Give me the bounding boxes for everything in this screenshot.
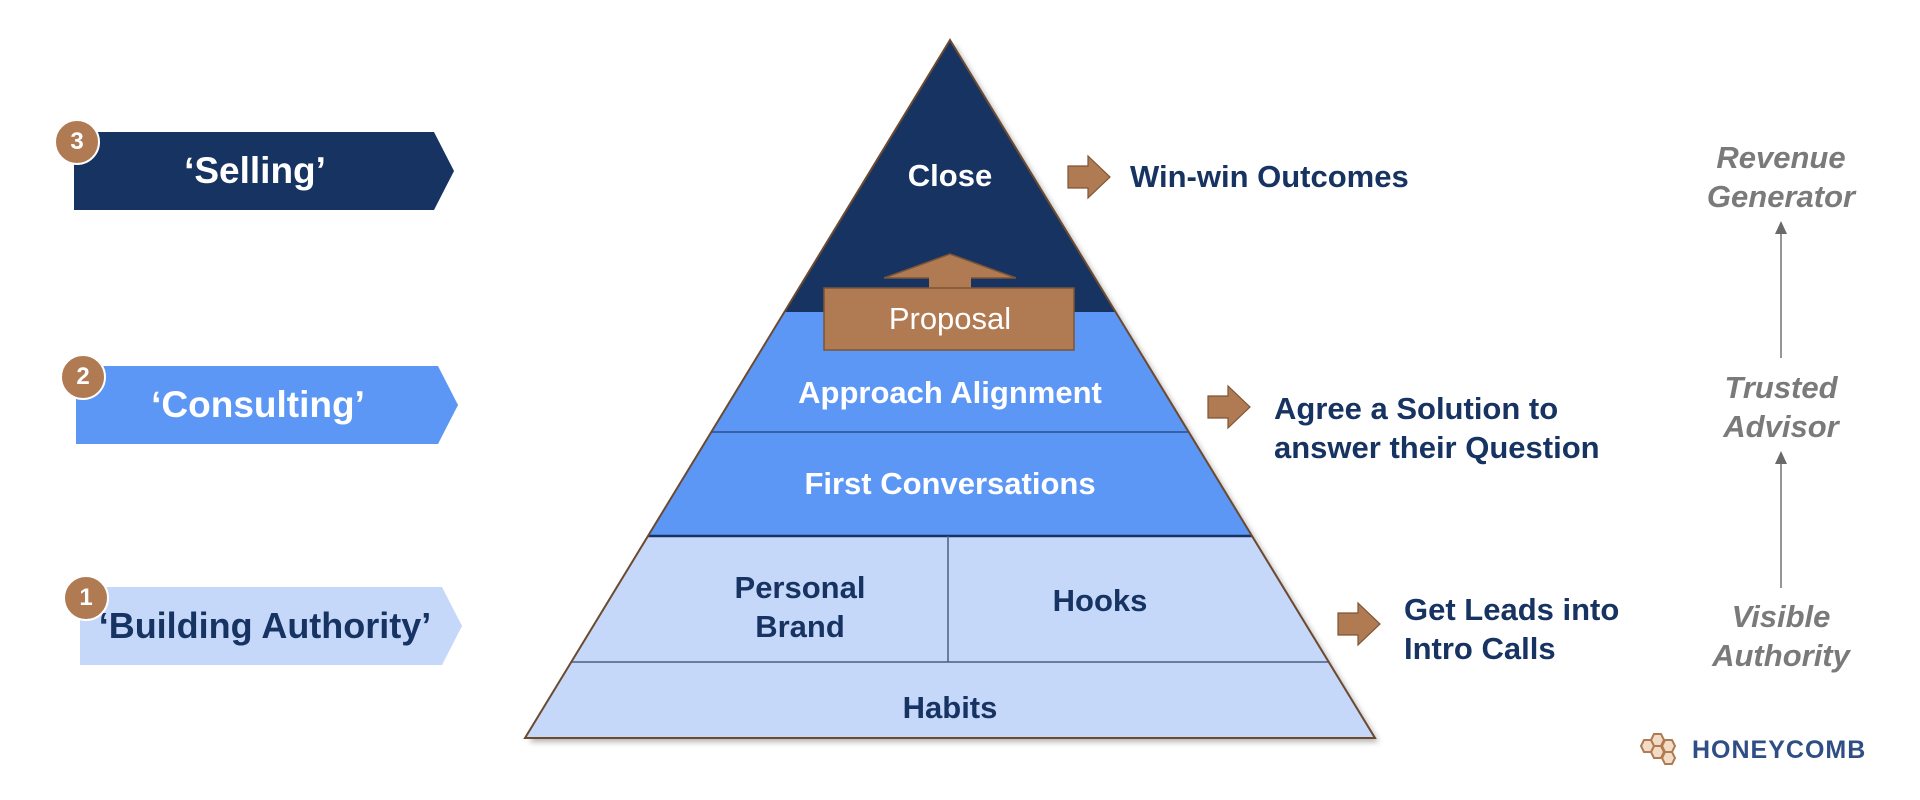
stage-label-consulting: ‘Consulting’	[76, 366, 458, 444]
pyramid-proposal-label: Proposal	[888, 301, 1012, 336]
stage-number-badge: 3	[54, 119, 100, 165]
arrow-right-icon	[1067, 154, 1111, 200]
arrow-right-icon	[1337, 601, 1381, 647]
honeycomb-icon	[1640, 733, 1677, 765]
pyramid-first-conversations-label: First Conversations	[804, 466, 1096, 501]
outcome-win-win: Win-win Outcomes	[1130, 159, 1409, 194]
arrow-right-icon	[1207, 384, 1251, 430]
stage-label-building-authority: ‘Building Authority’	[80, 587, 462, 665]
pyramid-habits-label: Habits	[902, 690, 998, 725]
tier-authority	[525, 536, 1375, 738]
stage-number-badge: 1	[63, 575, 109, 621]
stage-label-selling: ‘Selling’	[74, 132, 454, 210]
stage-label-text: ‘Consulting’	[151, 384, 365, 425]
arrow-up-icon	[1775, 221, 1787, 358]
honeycomb-logo: HONEYCOMB	[1640, 730, 1866, 770]
progression-trusted-advisor: Trusted Advisor	[1723, 370, 1839, 444]
proposal-arrow	[823, 253, 1075, 351]
progression-revenue-generator: Revenue Generator	[1706, 140, 1856, 214]
pyramid-outline	[523, 38, 1377, 739]
outcome-get-leads: Get Leads into Intro Calls	[1404, 592, 1620, 666]
stage-label-text: ‘Selling’	[184, 150, 326, 191]
arrow-up-icon	[1775, 451, 1787, 588]
stage-label-text: ‘Building Authority’	[98, 605, 432, 646]
progression-visible-authority: Visible Authority	[1712, 599, 1850, 673]
logo-text: HONEYCOMB	[1692, 735, 1867, 764]
pyramid-close-label: Close	[907, 158, 993, 193]
pyramid-personal-brand-label: Personal Brand	[734, 570, 866, 644]
pyramid-approach-label: Approach Alignment	[798, 375, 1102, 410]
stage-number-badge: 2	[60, 354, 106, 400]
outcome-agree-solution: Agree a Solution to answer their Questio…	[1274, 391, 1600, 465]
pyramid-hooks-label: Hooks	[1052, 583, 1148, 618]
